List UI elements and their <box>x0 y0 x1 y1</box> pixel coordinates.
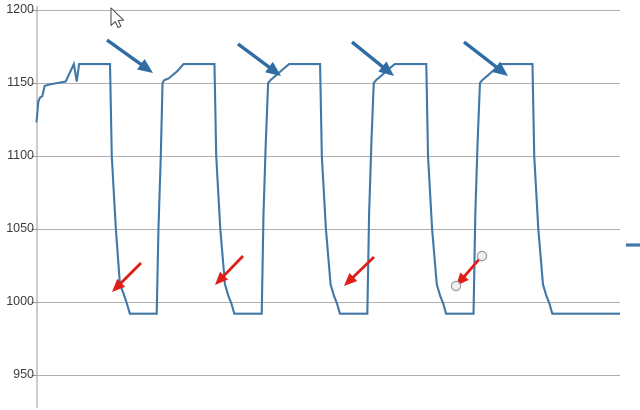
series-line-signal <box>35 60 620 315</box>
rise-edge-marker-2 <box>236 42 281 76</box>
fall-step-marker-3 <box>344 255 375 286</box>
fall-step-marker-1 <box>112 262 142 292</box>
y-tick-label: 950 <box>13 367 34 381</box>
fall-step-marker-4 <box>456 255 484 286</box>
rise-edge-marker-3 <box>350 40 394 76</box>
fall-step-marker-2 <box>215 255 245 285</box>
y-tick-label: 1050 <box>6 221 34 235</box>
y-tick-label: 1200 <box>6 2 34 16</box>
red-annotation-arrows <box>112 255 484 292</box>
selection-handles[interactable] <box>450 250 488 292</box>
y-tick-label: 1100 <box>7 148 34 162</box>
blue-annotation-arrows <box>106 38 508 76</box>
y-tick-label: 1150 <box>7 75 34 89</box>
rise-edge-marker-4 <box>462 40 508 76</box>
arrow-resize-handle[interactable] <box>450 280 462 292</box>
arrow-resize-handle[interactable] <box>476 250 488 262</box>
rise-edge-marker-1 <box>106 38 153 73</box>
gridlines <box>31 10 620 376</box>
y-tick-label: 1000 <box>6 294 34 308</box>
